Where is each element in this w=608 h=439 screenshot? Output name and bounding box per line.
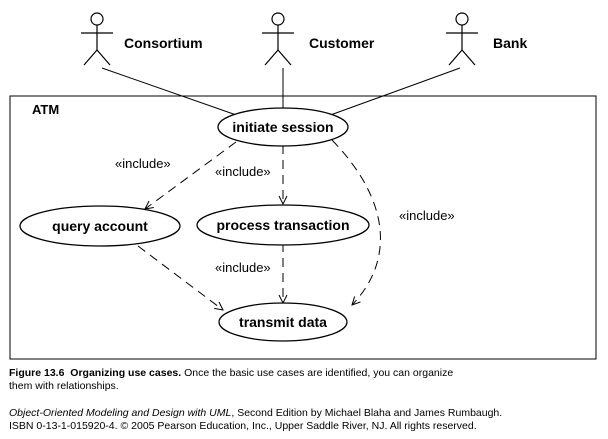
use-case-initiate-session-label: initiate session: [232, 119, 333, 135]
caption-text-line1: Once the basic use cases are identified,…: [181, 367, 454, 379]
book-credit: Object-Oriented Modeling and Design with…: [9, 407, 599, 433]
use-case-query-account-label: query account: [52, 218, 148, 234]
actor-consortium-head: [90, 12, 104, 26]
credit-text-line2: ISBN 0-13-1-015920-4. © 2005 Pearson Edu…: [9, 420, 477, 432]
actor-customer-label: Customer: [309, 35, 375, 51]
actor-customer: [262, 12, 294, 66]
caption-text-line2: them with relationships.: [9, 380, 119, 392]
use-case-query-account: [19, 205, 181, 247]
actor-consortium: [81, 12, 113, 66]
figure-title: Organizing use cases.: [70, 367, 182, 379]
association-bank: [324, 67, 461, 118]
include-label-transmit-data-initiate: «include»: [399, 208, 455, 223]
actor-bank-label: Bank: [493, 35, 527, 51]
use-case-transmit-data: [218, 302, 348, 342]
figure-caption: Figure 13.6 Organizing use cases. Once t…: [9, 367, 599, 393]
book-title: Object-Oriented Modeling and Design with…: [9, 407, 232, 419]
include-label-process-transaction: «include»: [215, 164, 271, 179]
use-case-initiate-session: [217, 107, 349, 147]
credit-text-line1: , Second Edition by Michael Blaha and Ja…: [231, 407, 503, 419]
use-case-process-transaction: [196, 204, 370, 246]
figure-label: Figure 13.6: [9, 367, 65, 379]
include-label-transmit-data-process: «include»: [215, 260, 271, 275]
use-case-transmit-data-label: transmit data: [239, 314, 327, 330]
system-boundary: [9, 95, 597, 360]
system-boundary-label: ATM: [32, 102, 59, 117]
use-case-process-transaction-label: process transaction: [216, 217, 349, 233]
use-case-diagram: ATM Consortium Customer Bank «include» «…: [9, 12, 597, 360]
association-consortium: [101, 67, 243, 118]
include-label-query-account: «include»: [115, 156, 171, 171]
include-edge-query-to-transmit: [137, 245, 223, 310]
actor-bank-head: [455, 12, 469, 26]
actor-customer-head: [271, 12, 285, 26]
include-edge-query-account: [145, 141, 237, 209]
actor-bank: [446, 12, 478, 66]
actor-consortium-label: Consortium: [124, 35, 203, 51]
